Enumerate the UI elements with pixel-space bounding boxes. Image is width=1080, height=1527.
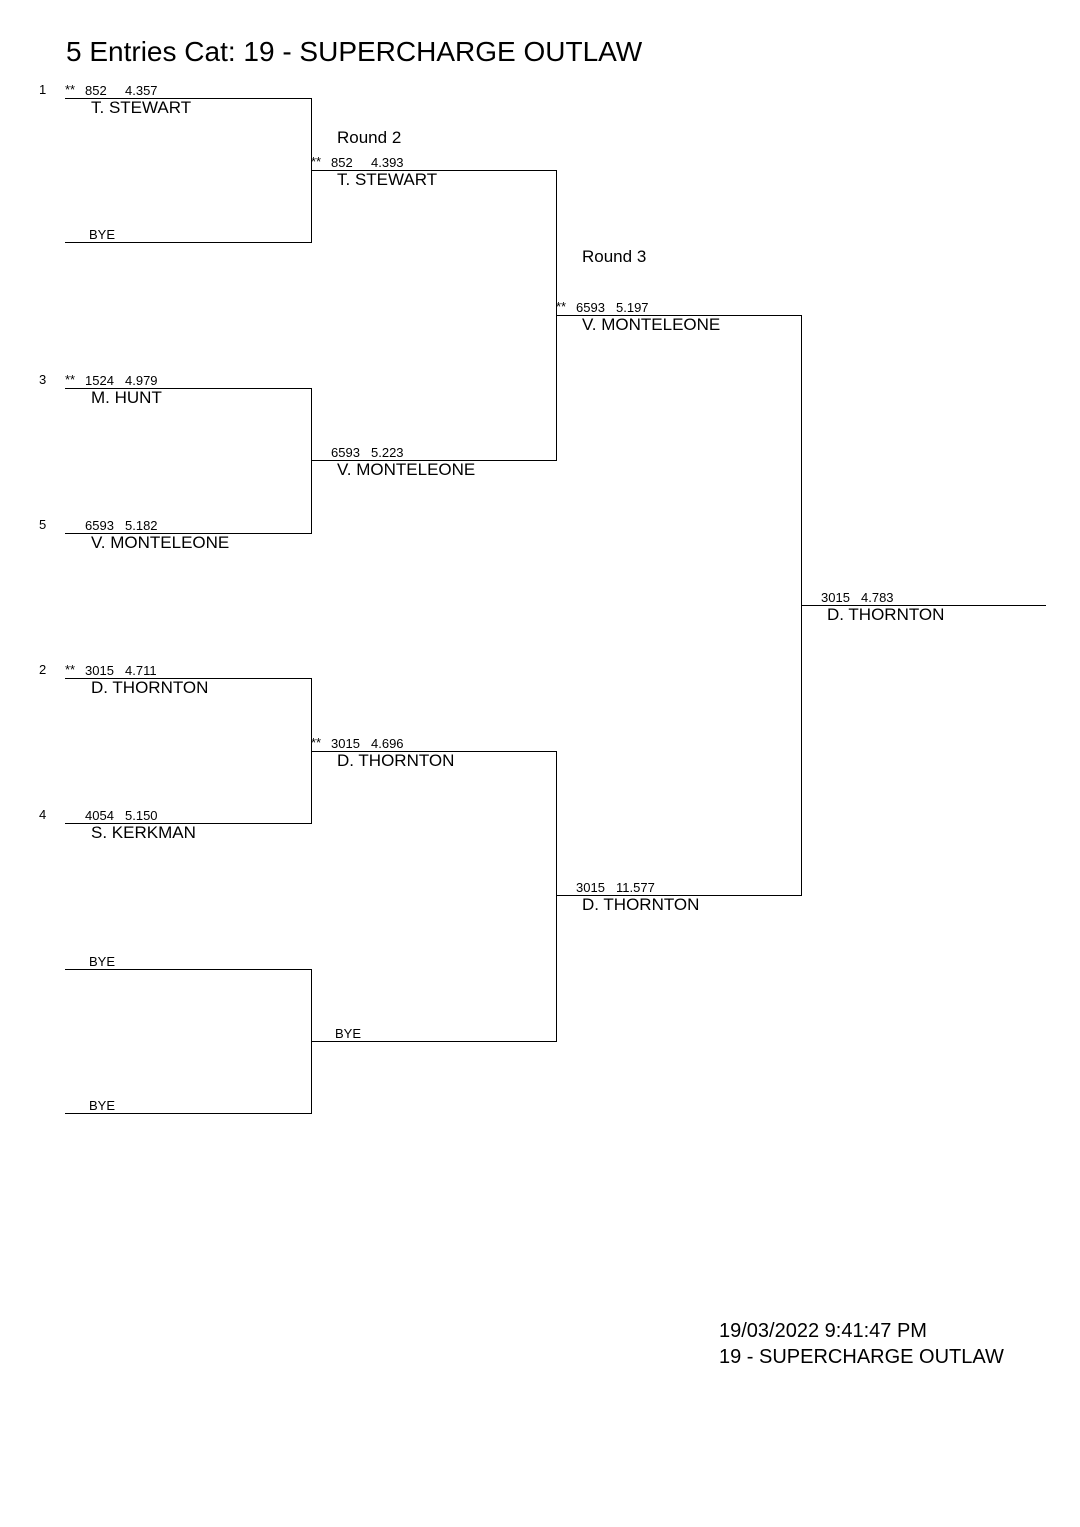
round3-entry-car: 6593: [576, 300, 605, 315]
round3-entry-line: [556, 895, 801, 896]
final-entry-name: D. THORNTON: [827, 605, 945, 624]
round1-entry-seed: 1: [39, 82, 47, 97]
round1-entry-car: 1524: [85, 373, 114, 388]
round2-entry-line: [311, 1041, 556, 1042]
round1-entry-name: V. MONTELEONE: [91, 533, 230, 552]
round2-entry-line: [311, 460, 556, 461]
round2-entry-time: 5.223: [371, 445, 404, 460]
round1-entry-time: 4.357: [125, 83, 158, 98]
round1-entry-seed: 5: [39, 517, 47, 532]
final-entry-time: 4.783: [861, 590, 894, 605]
round1-entry-line: [65, 388, 311, 389]
round1-entry-car: 852: [85, 83, 107, 98]
round1-entry-name: S. KERKMAN: [91, 823, 196, 842]
round1-entry-time: 4.979: [125, 373, 158, 388]
round1-entry-car: 6593: [85, 518, 114, 533]
round2-entry-name: BYE: [335, 1026, 362, 1041]
round1-entry-time: 5.182: [125, 518, 158, 533]
round1-entry-name: T. STEWART: [91, 98, 192, 117]
round1-entry-line: [65, 242, 311, 243]
round1-entry-star: **: [65, 82, 76, 97]
round2-entry-name: T. STEWART: [337, 170, 438, 189]
round1-entry-name: D. THORNTON: [91, 678, 209, 697]
round1-entry-line: [65, 823, 311, 824]
round3-entry-name: D. THORNTON: [582, 895, 700, 914]
round1-entry-seed: 3: [39, 372, 47, 387]
round1-entry-car: 3015: [85, 663, 114, 678]
round2-entry-car: 852: [331, 155, 353, 170]
footer-category: 19 - SUPERCHARGE OUTLAW: [719, 1346, 1004, 1368]
round1-entry-name: BYE: [89, 227, 116, 242]
round1-entry-star: **: [65, 662, 76, 677]
round1-entry-seed: 2: [39, 662, 47, 677]
round1-entry-star: **: [65, 372, 76, 387]
round3-entry-star: **: [556, 299, 567, 314]
round1-entry-line: [65, 969, 311, 970]
round1-entry-car: 4054: [85, 808, 114, 823]
final-entry-car: 3015: [821, 590, 850, 605]
round1-entry-line: [65, 98, 311, 99]
page-title: 5 Entries Cat: 19 - SUPERCHARGE OUTLAW: [66, 36, 643, 67]
round1-entry-line: [65, 678, 311, 679]
round2-entry-name: D. THORNTON: [337, 751, 455, 770]
round1-entry-time: 5.150: [125, 808, 158, 823]
round3-entry-line: [556, 315, 801, 316]
round2-entry-star: **: [311, 735, 322, 750]
round3-entry-time: 11.577: [616, 880, 655, 895]
round2-entry-time: 4.696: [371, 736, 404, 751]
round2-entry-car: 3015: [331, 736, 360, 751]
round1-entry-name: BYE: [89, 954, 116, 969]
round2-entry-name: V. MONTELEONE: [337, 460, 476, 479]
round2-entry-car: 6593: [331, 445, 360, 460]
round2-entry-star: **: [311, 154, 322, 169]
round1-entry-name: M. HUNT: [91, 388, 162, 407]
round1-entry-line: [65, 1113, 311, 1114]
round-2-label: Round 2: [337, 128, 402, 147]
round3-entry-time: 5.197: [616, 300, 649, 315]
footer-datetime: 19/03/2022 9:41:47 PM: [719, 1320, 927, 1342]
round2-entry-time: 4.393: [371, 155, 404, 170]
round1-entry-line: [65, 533, 311, 534]
round1-entry-time: 4.711: [125, 663, 157, 678]
round2-entry-line: [311, 170, 556, 171]
round1-entry-seed: 4: [39, 807, 47, 822]
final-entry-line: [801, 605, 1046, 606]
round3-entry-name: V. MONTELEONE: [582, 315, 721, 334]
round2-entry-line: [311, 751, 556, 752]
round1-connector: [311, 388, 312, 534]
round-3-label: Round 3: [582, 247, 647, 266]
round1-entry-name: BYE: [89, 1098, 116, 1113]
round2-connector: [556, 751, 557, 1042]
round3-entry-car: 3015: [576, 880, 605, 895]
